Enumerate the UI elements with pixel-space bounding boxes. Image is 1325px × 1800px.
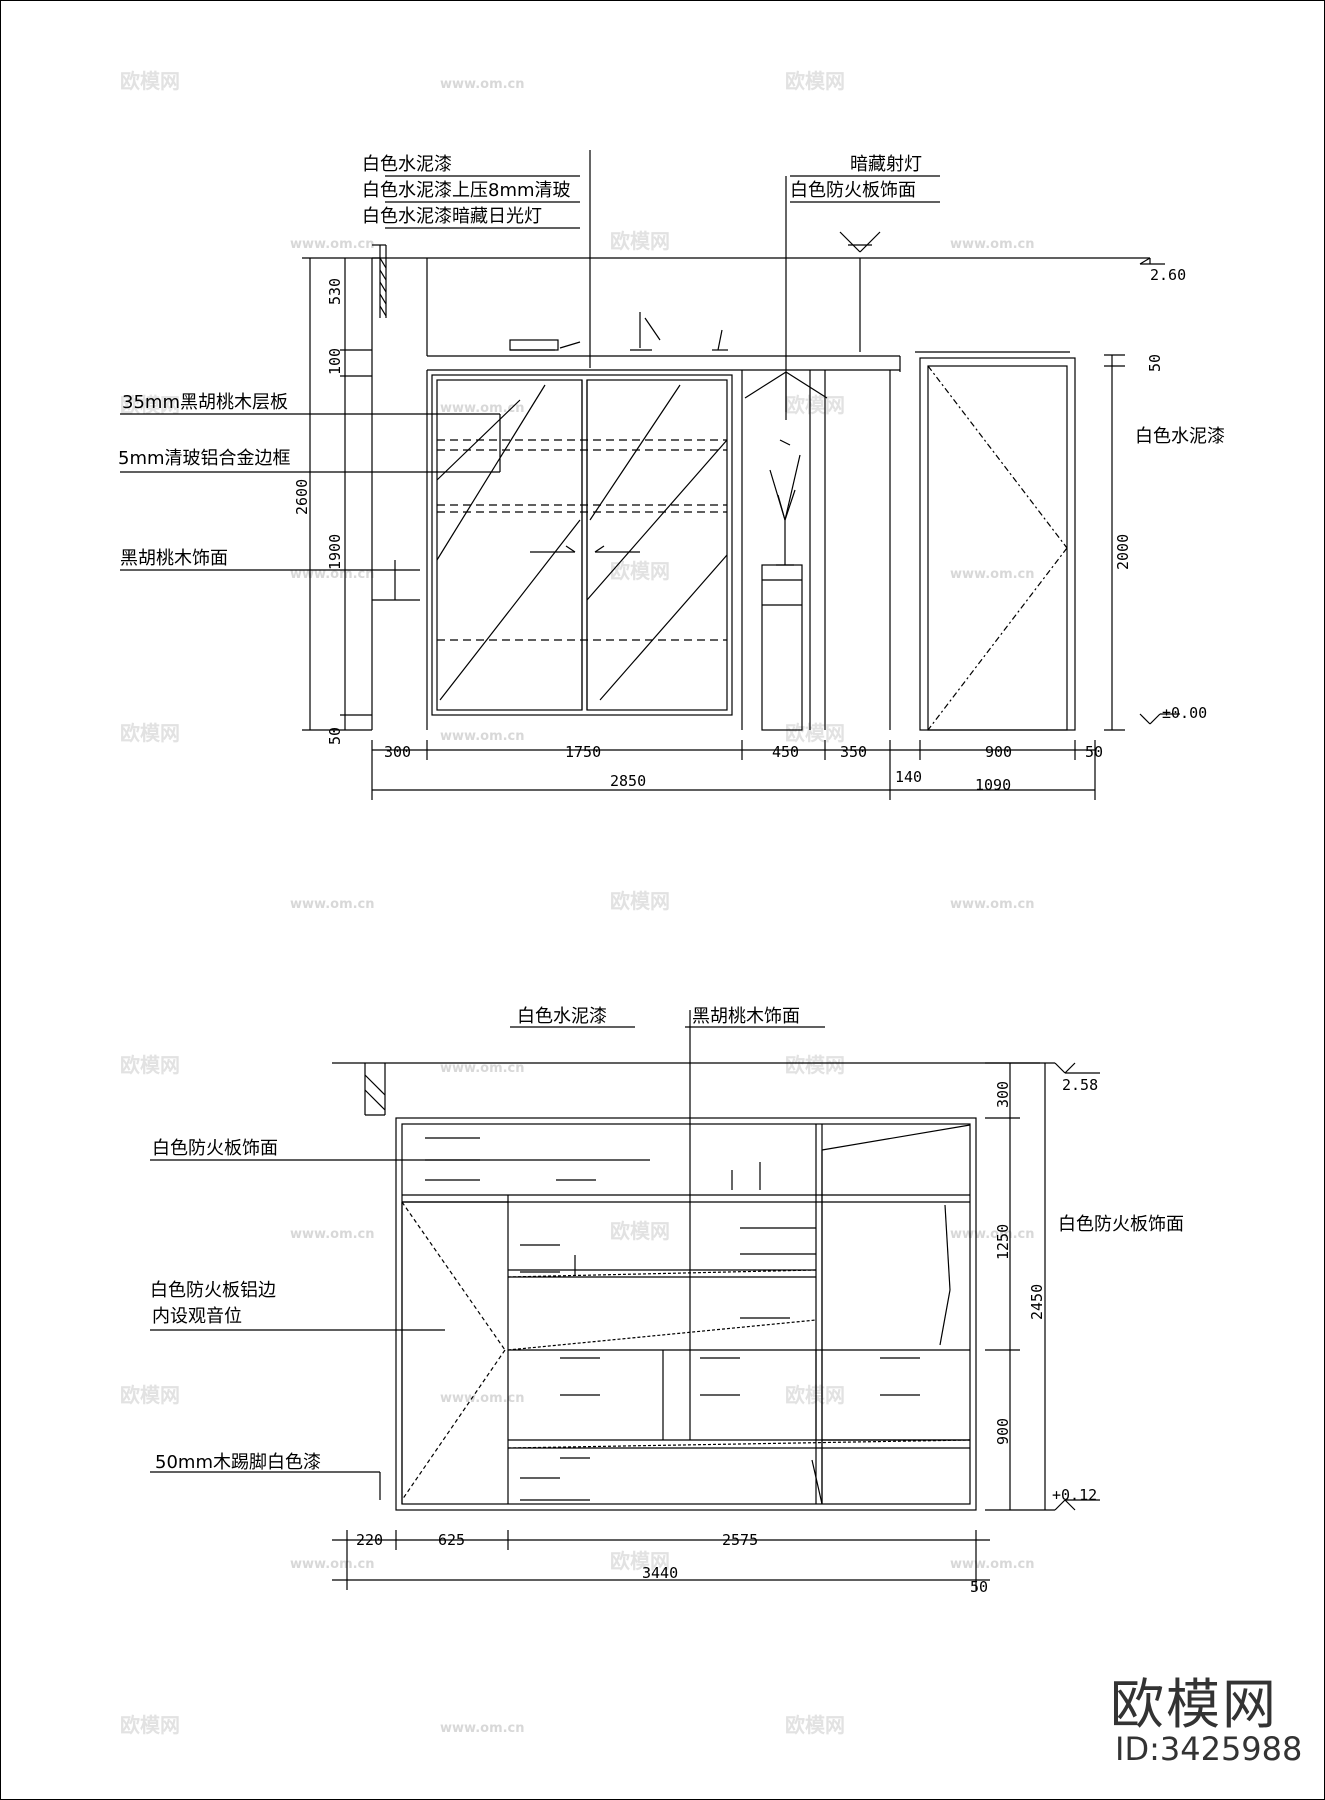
watermark-site: www.om.cn [440,1391,525,1406]
note-walnut-shelf: 35mm黑胡桃木层板 [122,392,288,413]
watermark-brand: 欧模网 [120,1053,180,1077]
note-fireproof: 白色防火板饰面 [790,180,916,201]
bottom-dimensions: 300 1250 2450 900 220 625 2575 3440 50 [356,1081,1046,1596]
watermark-site: www.om.cn [290,897,375,912]
watermark-layer: 欧模网 www.om.cn 欧模网 www.om.cn 欧模网 www.om.cn 欧模网 w… [120,69,1035,1737]
dim-total-2850: 2850 [610,772,646,790]
watermark-site: www.om.cn [950,237,1035,252]
note-cement-white: 白色水泥漆 [362,154,452,175]
watermark-brand: 欧模网 [120,1383,180,1407]
note-b-fireproof-right: 白色防火板饰面 [1058,1214,1184,1235]
dim-b-h-625: 625 [438,1531,465,1549]
note-walnut-face: 黑胡桃木饰面 [120,548,228,569]
dim-b-v-900: 900 [994,1418,1012,1445]
watermark-site: www.om.cn [290,237,375,252]
watermark-site: www.om.cn [290,1227,375,1242]
watermark-brand: 欧模网 [785,721,845,745]
dim-total-1090: 1090 [975,776,1011,794]
watermark-site: www.om.cn [440,77,525,92]
note-b-fireproof-left: 白色防火板饰面 [152,1138,278,1159]
level-top: 2.60 [1150,266,1186,284]
watermark-brand: 欧模网 [610,229,670,253]
note-b-edge-line1: 白色防火板铝边 [150,1280,276,1301]
watermark-site: www.om.cn [440,1061,525,1076]
dim-v-2600: 2600 [293,479,311,515]
dim-v-530: 530 [326,278,344,305]
watermark-site: www.om.cn [290,1557,375,1572]
watermark-brand: 欧模网 [785,1053,845,1077]
bottom-notes: 白色水泥漆 黑胡桃木饰面 白色防火板饰面 白色防火板铝边 内设观音位 50mm木… [150,1006,1184,1504]
dim-b-total-50: 50 [970,1578,988,1596]
watermark-brand: 欧模网 [785,393,845,417]
dim-h-350: 350 [840,743,867,761]
top-notes: 白色水泥漆 白色水泥漆上压8mm清玻 白色水泥漆暗藏日光灯 暗藏射灯 白色防火板… [118,154,1225,722]
watermark-site: www.om.cn [950,1557,1035,1572]
dim-h-1750: 1750 [565,743,601,761]
brand-logo: 欧模网 [1110,1673,1278,1736]
watermark-brand: 欧模网 [120,721,180,745]
watermark-site: www.om.cn [440,729,525,744]
dim-b-h-2575: 2575 [722,1531,758,1549]
dim-h-300: 300 [384,743,411,761]
dim-v-50: 50 [326,727,344,745]
note-spotlight: 暗藏射灯 [850,154,922,175]
dim-v-1900: 1900 [326,534,344,570]
watermark-brand: 欧模网 [120,1713,180,1737]
dim-b-v-1250: 1250 [994,1224,1012,1260]
watermark-brand: 欧模网 [610,1219,670,1243]
watermark-brand: 欧模网 [610,1549,670,1573]
bottom-elevation [150,1010,1100,1590]
note-b-edge-line2: 内设观音位 [152,1306,242,1327]
dim-h-450: 450 [772,743,799,761]
watermark-brand: 欧模网 [610,889,670,913]
level-b-top: 2.58 [1062,1076,1098,1094]
dim-h-50: 50 [1085,743,1103,761]
watermark-site: www.om.cn [440,1721,525,1736]
note-b-skirting: 50mm木踢脚白色漆 [155,1452,321,1473]
note-b-walnut-face: 黑胡桃木饰面 [692,1006,800,1027]
watermark-site: www.om.cn [290,567,375,582]
watermark-site: www.om.cn [440,401,525,416]
watermark-brand: 欧模网 [120,393,180,417]
watermark-brand: 欧模网 [785,1383,845,1407]
note-glass-frame: 5mm清玻铝合金边框 [118,448,291,469]
watermark-brand: 欧模网 [120,69,180,93]
watermark-site: www.om.cn [950,1227,1035,1242]
watermark-site: www.om.cn [950,567,1035,582]
top-elevation [120,150,1180,800]
note-door-paint: 白色水泥漆 [1135,426,1225,447]
top-dimensions: 530 100 2600 1900 50 2000 50 300 1750 45… [293,278,1164,794]
dim-b-total-3440: 3440 [642,1564,678,1582]
watermark-site: www.om.cn [950,897,1035,912]
note-b-cement-white: 白色水泥漆 [517,1006,607,1027]
watermark-brand: 欧模网 [785,1713,845,1737]
dim-v-50-door: 50 [1146,354,1164,372]
level-floor: ±0.00 [1162,704,1207,722]
dim-b-v-2450: 2450 [1028,1284,1046,1320]
note-cement-light: 白色水泥漆暗藏日光灯 [362,206,542,227]
dim-b-h-220: 220 [356,1531,383,1549]
model-id: ID:3425988 [1115,1730,1303,1768]
level-b-floor: +0.12 [1052,1486,1097,1504]
dim-total-140: 140 [895,768,922,786]
dim-v-2000: 2000 [1114,534,1132,570]
note-cement-glass: 白色水泥漆上压8mm清玻 [362,180,571,201]
dim-h-900: 900 [985,743,1012,761]
dim-v-100: 100 [326,348,344,375]
watermark-brand: 欧模网 [785,69,845,93]
dim-b-v-300: 300 [994,1081,1012,1108]
